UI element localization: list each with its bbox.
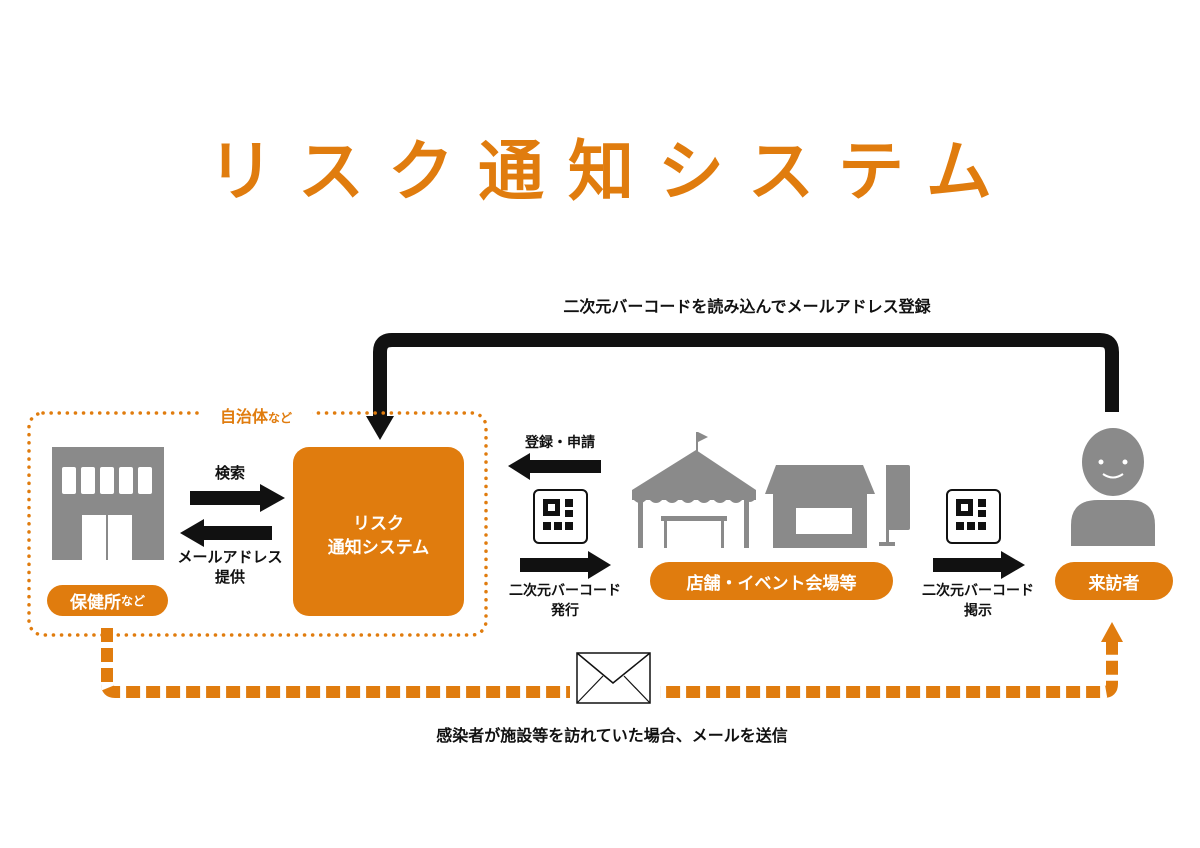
search-label: 検索 (214, 464, 245, 482)
search-arrow (190, 484, 285, 512)
register-arrow (508, 453, 601, 480)
visitor-person-icon (1071, 428, 1155, 546)
issue-arrow (520, 551, 611, 579)
venue-pill: 店舗・イベント会場等 (650, 562, 893, 600)
health-center-pill: 保健所など (47, 585, 168, 616)
registration-arrowhead (366, 416, 394, 440)
display-arrow (933, 551, 1025, 579)
qr-code-icon (946, 489, 1001, 544)
building-icon (52, 447, 164, 560)
municipality-frame (27, 411, 488, 637)
issue-label-line2: 発行 (551, 603, 579, 619)
notification-arrowhead (1101, 622, 1123, 642)
municipality-name: 自治体 (219, 407, 268, 426)
top-flow-label: 二次元バーコードを読み込んでメールアドレス登録 (563, 297, 931, 316)
register-label: 登録・申請 (525, 435, 595, 451)
bottom-flow-label: 感染者が施設等を訪れていた場合、メールを送信 (436, 726, 788, 745)
display-label-line1: 二次元バーコード (922, 583, 1034, 599)
display-label-line2: 掲示 (964, 603, 992, 619)
system-box-line1: リスク (353, 514, 404, 534)
envelope-icon (570, 648, 660, 708)
provide-label-line2: 提供 (214, 568, 245, 586)
municipality-label: 自治体など (200, 403, 312, 427)
tent-icon (632, 432, 756, 548)
diagram-title: リスク通知システム (207, 133, 1017, 210)
municipality-suffix: など (268, 411, 293, 425)
health-center-suffix: など (120, 594, 145, 608)
visitor-pill: 来訪者 (1055, 562, 1173, 600)
qr-code-icon (533, 489, 588, 544)
shop-icon (765, 465, 910, 548)
registration-loop-arrow (373, 333, 1119, 418)
health-center-name: 保健所 (69, 593, 121, 613)
system-box (293, 447, 464, 616)
system-box-line2: 通知システム (327, 538, 430, 558)
issue-label-line1: 二次元バーコード (509, 583, 621, 599)
provide-arrow (180, 519, 272, 547)
provide-label-line1: メールアドレス (177, 548, 283, 566)
